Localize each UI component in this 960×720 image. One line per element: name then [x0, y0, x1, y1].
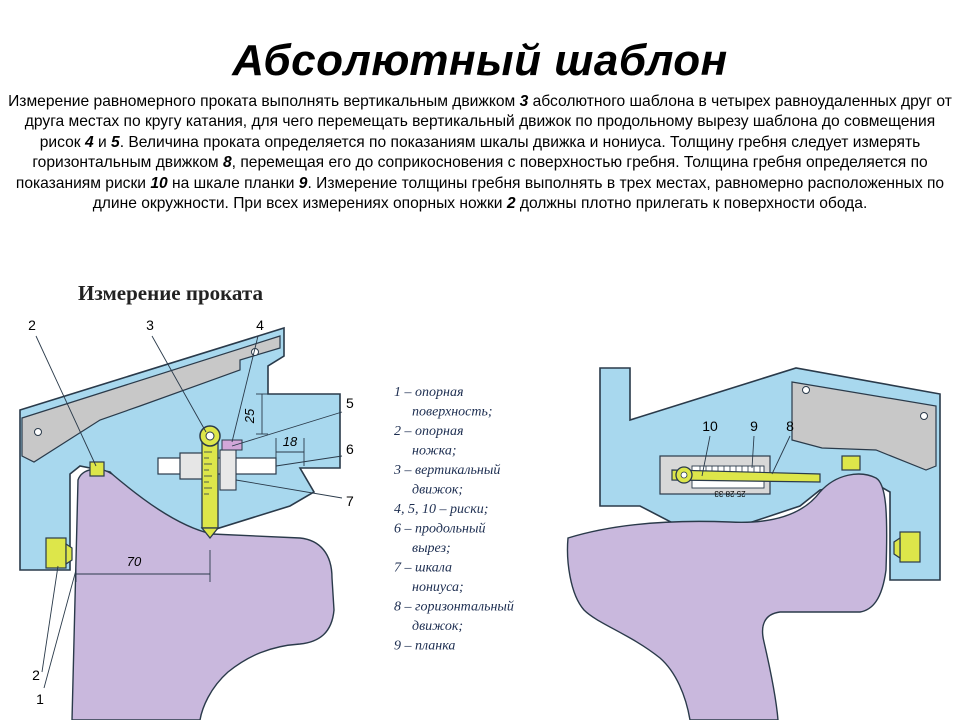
callout-5: 5	[346, 395, 354, 411]
callout-4: 4	[256, 317, 264, 333]
support-foot-top	[89, 461, 105, 477]
ref-number: 10	[150, 174, 168, 192]
left-wheel-rim	[71, 468, 335, 720]
legend-item-5: вырез;	[412, 541, 451, 556]
left-template-body	[19, 326, 341, 571]
mark-4	[221, 439, 243, 451]
legend-item-1: 1 – опорная	[394, 385, 463, 400]
diagram-subtitle: Измерение проката	[78, 281, 263, 305]
dim-18-label: 18	[283, 434, 298, 449]
horizontal-slider	[671, 469, 821, 483]
vertical-slider	[201, 437, 219, 529]
screw-icon	[920, 412, 928, 420]
right-assembly: 25 28 33 10 9 8	[566, 367, 941, 720]
callout-6: 6	[346, 441, 354, 457]
legend-item-3: движок;	[412, 483, 463, 498]
description-segment: должны плотно прилегать к поверхности об…	[515, 195, 868, 213]
ref-number: 5	[111, 133, 120, 151]
right-guide-strip	[791, 381, 937, 471]
callout-2-top: 2	[28, 317, 36, 333]
description-segment: абсолютного шаблона в четырех равноудале…	[24, 93, 952, 151]
support-foot-side	[45, 537, 67, 569]
ref-number: 8	[222, 154, 232, 172]
ref-number: 4	[84, 133, 94, 151]
callout-2-bottom: 2	[32, 667, 40, 683]
left-assembly: 25 18 70 2 3 4 5 6 7 2 1	[19, 317, 354, 720]
legend-item-7: движок;	[412, 619, 463, 634]
legend-item-8: 9 – планка	[394, 639, 455, 654]
legend-item-2: ножка;	[412, 444, 456, 459]
dim-70-label: 70	[127, 554, 142, 569]
legend-item-4: 4, 5, 10 – риски;	[394, 502, 488, 517]
callout-8: 8	[786, 418, 794, 434]
description-segment: на шкале планки	[167, 174, 299, 192]
ref-number: 2	[506, 195, 516, 213]
callout-3: 3	[146, 317, 154, 333]
legend-item-6: 7 – шкала	[394, 561, 452, 576]
legend-item-3: 3 – вертикальный	[393, 463, 500, 478]
screw-icon	[34, 428, 42, 436]
screw-icon	[802, 386, 810, 394]
callout-10: 10	[702, 418, 718, 434]
right-wheel-rim	[566, 473, 888, 720]
callout-9: 9	[750, 418, 758, 434]
ref-number: 9	[298, 174, 308, 192]
legend-item-2: 2 – опорная	[394, 424, 463, 439]
description-segment: , перемещая его до соприкосновения с пов…	[15, 154, 928, 192]
page-title: Абсолютный шаблон	[232, 36, 728, 85]
legend: 1 – опорная поверхность; 2 – опорная ножка;…	[393, 385, 514, 654]
left-guide-strip	[21, 335, 281, 463]
measurement-diagram: Измерение проката	[19, 281, 941, 720]
callout-1: 1	[36, 691, 44, 707]
description-segment: и	[93, 133, 112, 151]
legend-item-5: 6 – продольный	[394, 522, 485, 537]
slider-scale	[204, 451, 212, 495]
support-foot-side	[899, 531, 921, 563]
support-foot-top	[841, 455, 861, 471]
vernier-scale	[219, 449, 237, 491]
legend-item-6: нониуса;	[412, 580, 464, 595]
legend-item-1: поверхность;	[412, 405, 493, 420]
description-segment: . Измерение толщины гребня выполнять в т…	[92, 174, 945, 213]
callout-7: 7	[346, 493, 354, 509]
legend-item-7: 8 – горизонтальный	[394, 600, 514, 615]
description-segment: Измерение равномерного проката выполнять…	[8, 93, 520, 110]
ref-number: 3	[519, 93, 529, 110]
description-segment: . Величина проката определяется по показ…	[32, 133, 921, 172]
description-text: Измерение равномерного проката выполнять…	[8, 92, 952, 214]
dim-25-label: 25	[242, 408, 257, 424]
scale-marks: 25 28 33	[714, 489, 746, 498]
